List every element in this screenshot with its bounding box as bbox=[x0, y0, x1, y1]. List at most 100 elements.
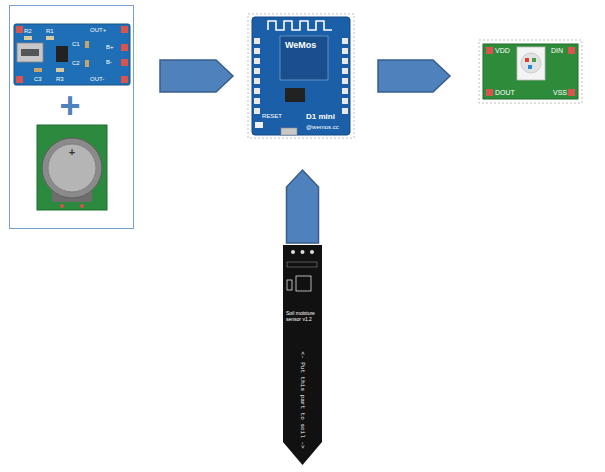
left-header-pins bbox=[254, 38, 260, 114]
solder-pad bbox=[568, 89, 575, 96]
coin-cell bbox=[48, 144, 96, 192]
pin-label: VDD bbox=[495, 47, 510, 55]
selection-outline bbox=[248, 14, 354, 138]
holder-ring bbox=[42, 138, 102, 198]
led-board bbox=[483, 44, 578, 99]
pin-label: B- bbox=[106, 59, 112, 66]
block-arrow bbox=[287, 170, 319, 243]
header-hole bbox=[310, 250, 314, 254]
header-pin bbox=[254, 48, 260, 54]
solder-pad bbox=[121, 76, 128, 83]
green-die bbox=[532, 58, 536, 62]
block-arrow bbox=[378, 60, 450, 92]
header-pin bbox=[342, 98, 348, 104]
solder-pad bbox=[121, 59, 128, 66]
charger-chip bbox=[56, 46, 68, 62]
resistor-symbol bbox=[24, 36, 32, 40]
header-pin bbox=[342, 58, 348, 64]
pin-label: VSS bbox=[553, 89, 567, 97]
capacitor-symbol bbox=[85, 60, 89, 67]
solder-pad bbox=[60, 204, 64, 208]
header-pin bbox=[342, 78, 348, 84]
instruction-label: <- Put this part to soil -> bbox=[299, 350, 305, 450]
right-header-pins bbox=[342, 38, 348, 114]
red-die bbox=[525, 58, 529, 62]
led-lens bbox=[521, 53, 541, 73]
pin-label: DOUT bbox=[495, 89, 515, 97]
selection-outline bbox=[479, 40, 582, 103]
charger-module bbox=[14, 24, 130, 85]
pin-label: B+ bbox=[106, 44, 114, 51]
header-pin bbox=[254, 38, 260, 44]
charger-board bbox=[14, 24, 130, 85]
coin-cell-holder bbox=[37, 125, 107, 210]
d1-board bbox=[252, 17, 350, 135]
header-pin bbox=[254, 98, 260, 104]
brand-label: WeMos bbox=[285, 40, 316, 50]
header-hole bbox=[301, 250, 305, 254]
solder-pad bbox=[486, 89, 493, 96]
polarity-mark: + bbox=[66, 146, 78, 159]
board-name: D1 mini bbox=[306, 112, 335, 121]
rgb-led-module bbox=[479, 40, 582, 103]
power-group-box: + OUT+ B+ B- OUT- R2 R1C1C2C3 R3 + bbox=[9, 5, 134, 229]
sensor-probe bbox=[283, 245, 322, 465]
header-pin bbox=[342, 108, 348, 114]
charger-module-box: OUT+ B+ B- OUT- R2 R1C1C2C3 R3 bbox=[14, 24, 130, 85]
esp-shield bbox=[280, 36, 328, 80]
part-label: C2 bbox=[72, 60, 80, 67]
usb-opening bbox=[21, 49, 39, 56]
timer-chip bbox=[296, 276, 311, 291]
header-pin bbox=[254, 78, 260, 84]
solder-pad bbox=[121, 44, 128, 51]
soil-moisture-sensor bbox=[283, 245, 322, 465]
capacitor-symbol bbox=[85, 41, 89, 48]
controller-box: WeMos D1 mini RESET @wemos.cc bbox=[252, 17, 350, 135]
led-package bbox=[517, 47, 545, 80]
solder-pad bbox=[568, 47, 575, 54]
button-label: RESET bbox=[262, 113, 282, 120]
sensor-label: Soil moisture sensor v1.2 bbox=[286, 310, 319, 322]
part-label: R2 bbox=[24, 28, 32, 35]
header-pin bbox=[254, 58, 260, 64]
usb-port bbox=[281, 128, 297, 135]
wifi-antenna bbox=[268, 21, 332, 30]
header-pin bbox=[254, 108, 260, 114]
solder-pad bbox=[121, 26, 128, 33]
reset-button bbox=[255, 122, 263, 128]
header-hole bbox=[291, 250, 295, 254]
plus-sign: + bbox=[58, 88, 82, 124]
header-pin bbox=[342, 38, 348, 44]
capacitor-symbol bbox=[34, 68, 42, 72]
part-label: C3 bbox=[34, 76, 42, 83]
solder-pad bbox=[16, 26, 23, 33]
resistor-symbol bbox=[56, 68, 64, 72]
blue-die bbox=[528, 65, 532, 69]
resistor-symbol bbox=[46, 36, 54, 40]
header-pin bbox=[254, 88, 260, 94]
solder-pad bbox=[16, 76, 23, 83]
header-pin bbox=[342, 48, 348, 54]
usb-chip bbox=[285, 88, 305, 102]
led-module-box: VDD DIN DOUT VSS bbox=[483, 44, 578, 99]
header-pin bbox=[342, 88, 348, 94]
solder-pad bbox=[486, 47, 493, 54]
part-label: R1 bbox=[46, 28, 54, 35]
coin-cell-box: + bbox=[37, 125, 107, 210]
header-pin bbox=[254, 68, 260, 74]
capacitor-symbol bbox=[287, 280, 292, 290]
d1-mini-board bbox=[248, 14, 354, 138]
part-label: R3 bbox=[56, 76, 64, 83]
website-label: @wemos.cc bbox=[306, 124, 339, 131]
part-label: C1 bbox=[72, 41, 80, 48]
solder-pad bbox=[80, 204, 84, 208]
pin-label: DIN bbox=[551, 47, 563, 55]
pin-label: OUT- bbox=[90, 76, 104, 83]
holder-board bbox=[37, 125, 107, 210]
header-pin bbox=[342, 68, 348, 74]
regulator-outline bbox=[287, 262, 317, 267]
pin-label: OUT+ bbox=[90, 27, 106, 34]
micro-usb-port bbox=[17, 43, 43, 62]
block-arrow bbox=[160, 60, 233, 92]
